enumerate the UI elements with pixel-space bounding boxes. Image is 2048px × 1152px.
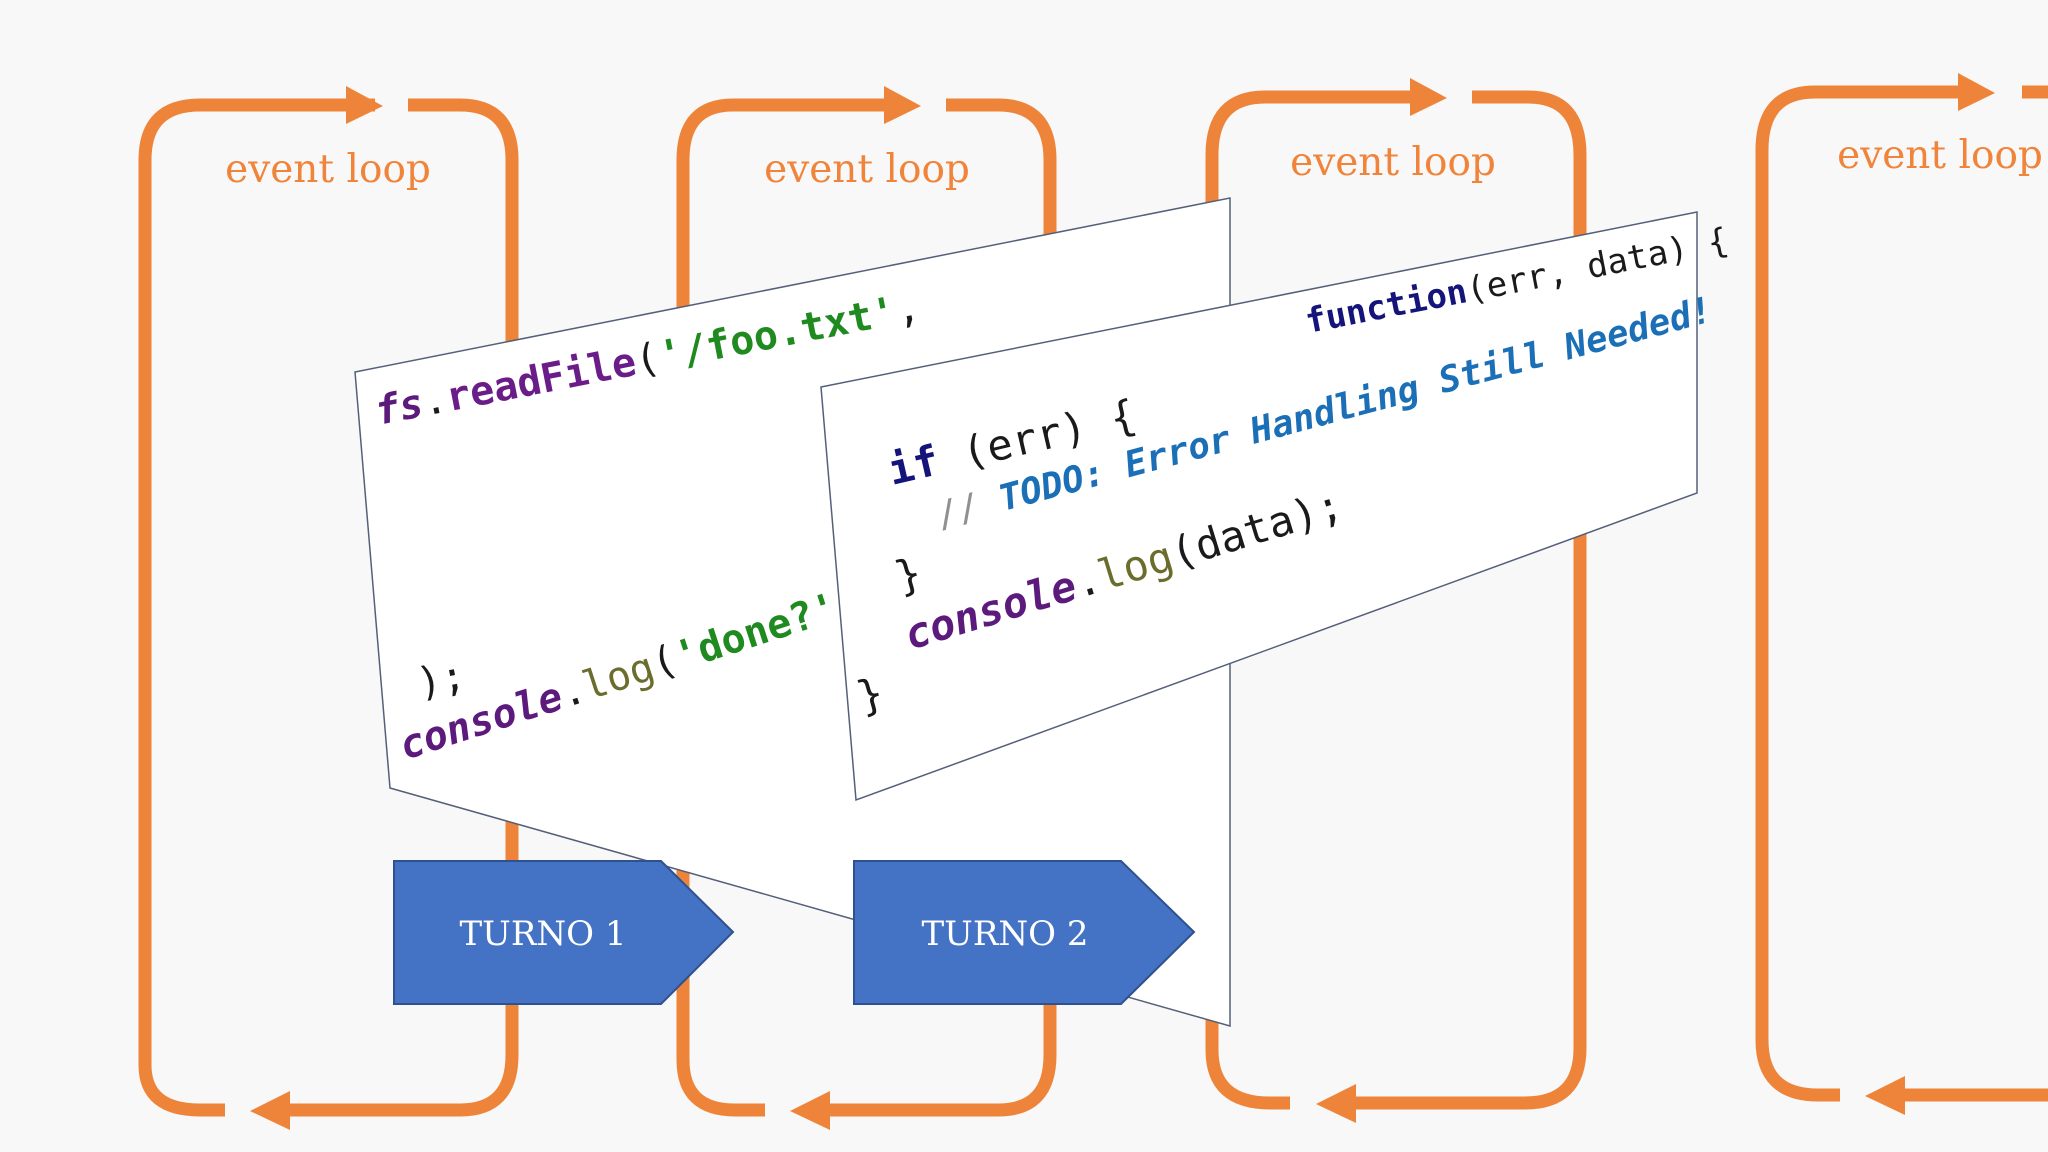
turn-badge-1: TURNO 1 bbox=[393, 860, 735, 1005]
loop-1-label: event loop bbox=[225, 147, 431, 192]
loop-3-bottom-arrow-icon bbox=[1316, 1084, 1356, 1123]
event-loop-2: event loop bbox=[676, 86, 1057, 1130]
loop-1-bottom-arrow-icon bbox=[250, 1091, 290, 1130]
turn-badge-2-shape bbox=[853, 860, 1196, 1005]
loop-4-top-arrow-icon bbox=[1958, 73, 1995, 111]
event-loop-4: event loop bbox=[1755, 73, 2048, 1115]
code-panel-1-line-2: ); bbox=[413, 652, 469, 706]
loop-1-top-arrow-icon bbox=[346, 86, 383, 124]
loop-3-top-arrow-icon bbox=[1410, 78, 1447, 116]
turn-badge-2: TURNO 2 bbox=[853, 860, 1196, 1005]
loop-1-body bbox=[138, 98, 375, 1117]
loop-2-label: event loop bbox=[764, 147, 970, 192]
code-panel-2-card bbox=[820, 211, 1698, 802]
loop-4-label: event loop bbox=[1837, 133, 2043, 178]
turn-badge-2-label: TURNO 2 bbox=[922, 914, 1089, 954]
loop-3-label: event loop bbox=[1290, 140, 1496, 185]
loop-4-bottom-arrow-icon bbox=[1865, 1076, 1905, 1115]
loop-2-top-arrow-icon bbox=[884, 86, 921, 124]
svg-text:);: ); bbox=[413, 652, 469, 706]
turn-badge-1-shape bbox=[393, 860, 735, 1005]
loop-4-body bbox=[1755, 85, 1965, 1102]
turn-badge-1-label: TURNO 1 bbox=[460, 914, 627, 954]
loop-3-right bbox=[1355, 90, 1587, 1110]
loop-2-bottom-arrow-icon bbox=[790, 1091, 830, 1130]
